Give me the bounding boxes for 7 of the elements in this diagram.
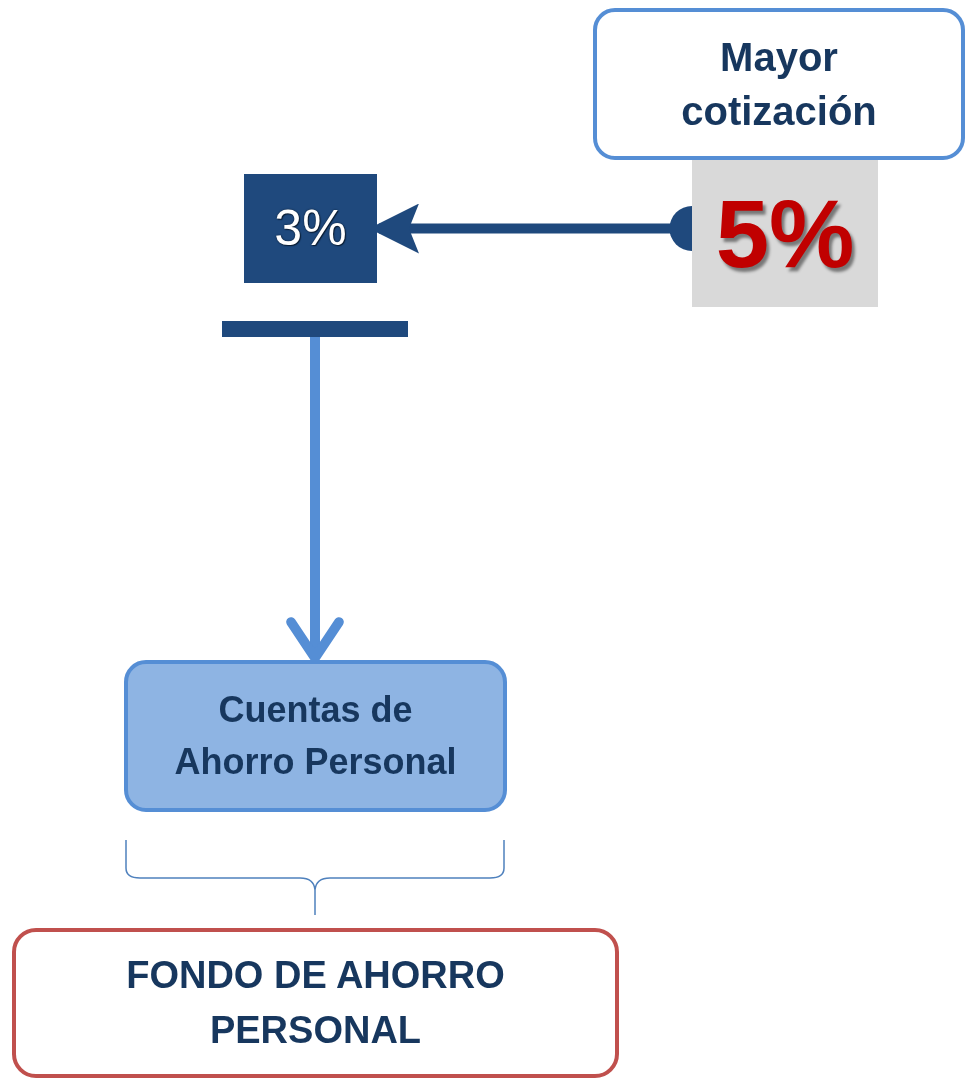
fund-box: FONDO DE AHORRO PERSONAL xyxy=(12,928,619,1078)
process-box: Cuentas de Ahorro Personal xyxy=(124,660,507,812)
arrow xyxy=(286,337,344,663)
percentage-box: 5% xyxy=(692,160,878,307)
bar xyxy=(222,321,408,337)
label-box: Mayor cotización xyxy=(593,8,965,160)
percentage-box: 3% xyxy=(244,174,377,283)
